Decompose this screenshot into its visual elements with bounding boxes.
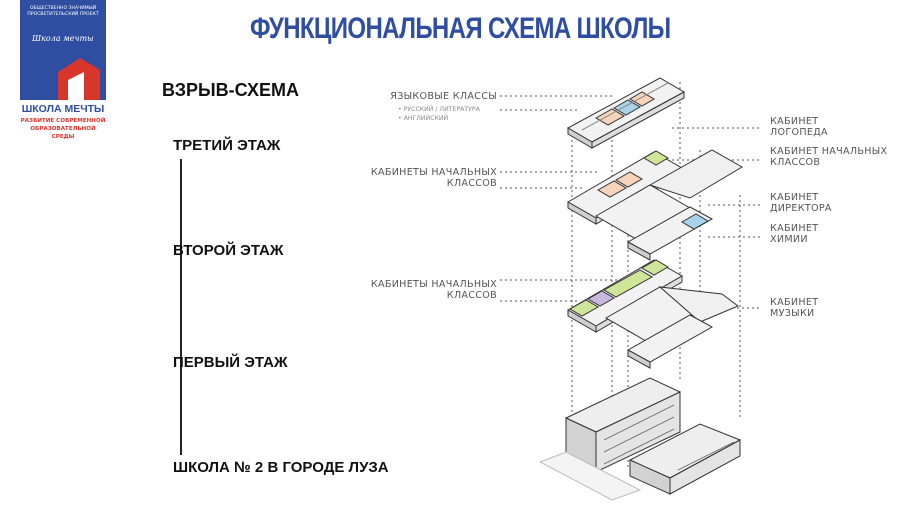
page-title: ФУНКЦИОНАЛЬНАЯ СХЕМА ШКОЛЫ	[250, 12, 671, 45]
second-floor-heading: ВТОРОЙ ЭТАЖ	[173, 242, 284, 259]
school-building-model	[538, 377, 742, 501]
label-primary-classroom-3rd: КАБИНЕТ НАЧАЛЬНЫХ КЛАССОВ	[770, 146, 888, 168]
third-floor-plan	[566, 77, 686, 149]
label-language-sub-2: • АНГЛИЙСКИЙ	[398, 115, 449, 122]
floor-timeline-line	[180, 159, 182, 455]
house-logo-icon	[58, 58, 100, 100]
label-language-sub-1: • РУССКИЙ / ЛИТЕРАТУРА	[398, 106, 480, 113]
first-floor-heading: ПЕРВЫЙ ЭТАЖ	[173, 354, 288, 371]
label-music: КАБИНЕТ МУЗЫКИ	[770, 297, 819, 319]
project-logo: ОБЩЕСТВЕННО ЗНАЧИМЫЙ ПРОСВЕТИТЕЛЬСКИЙ ПР…	[20, 0, 106, 100]
third-floor-heading: ТРЕТИЙ ЭТАЖ	[173, 137, 281, 154]
label-speech-therapist: КАБИНЕТ ЛОГОПЕДА	[770, 116, 828, 138]
second-floor-plan	[566, 149, 743, 261]
logo-top-text: ОБЩЕСТВЕННО ЗНАЧИМЫЙ ПРОСВЕТИТЕЛЬСКИЙ ПР…	[27, 6, 99, 17]
logo-script-text: Школа мечты	[32, 34, 94, 43]
exploded-view-heading: ВЗРЫВ-СХЕМА	[162, 80, 299, 100]
logo-subtitle: РАЗВИТИЕ СОВРЕМЕННОЙ ОБРАЗОВАТЕЛЬНОЙ СРЕ…	[20, 118, 106, 140]
logo-name: ШКОЛА МЕЧТЫ	[21, 103, 105, 115]
label-director: КАБИНЕТ ДИРЕКТОРА	[770, 192, 832, 214]
school-heading: ШКОЛА № 2 В ГОРОДЕ ЛУЗА	[173, 459, 389, 476]
label-chemistry: КАБИНЕТ ХИМИИ	[770, 223, 819, 245]
label-language-classes: ЯЗЫКОВЫЕ КЛАССЫ	[390, 91, 497, 102]
first-floor-plan	[566, 259, 739, 369]
label-primary-classrooms-2nd: КАБИНЕТЫ НАЧАЛЬНЫХ КЛАССОВ	[370, 167, 497, 189]
label-primary-classrooms-1st: КАБИНЕТЫ НАЧАЛЬНЫХ КЛАССОВ	[370, 279, 497, 301]
